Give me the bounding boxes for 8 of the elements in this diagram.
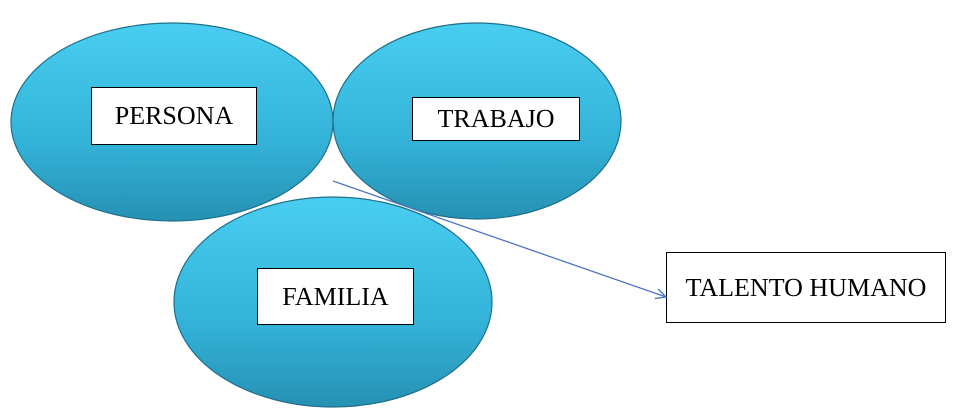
label-box: FAMILIA: [257, 268, 414, 325]
label-box: TRABAJO: [412, 97, 580, 141]
ellipse-shape: [332, 22, 622, 220]
arrow: [332, 180, 667, 300]
ellipse-shape: [173, 196, 493, 408]
label-box: PERSONA: [91, 87, 257, 145]
ellipse-shape: [10, 22, 334, 222]
text-box: TALENTO HUMANO: [666, 252, 946, 323]
